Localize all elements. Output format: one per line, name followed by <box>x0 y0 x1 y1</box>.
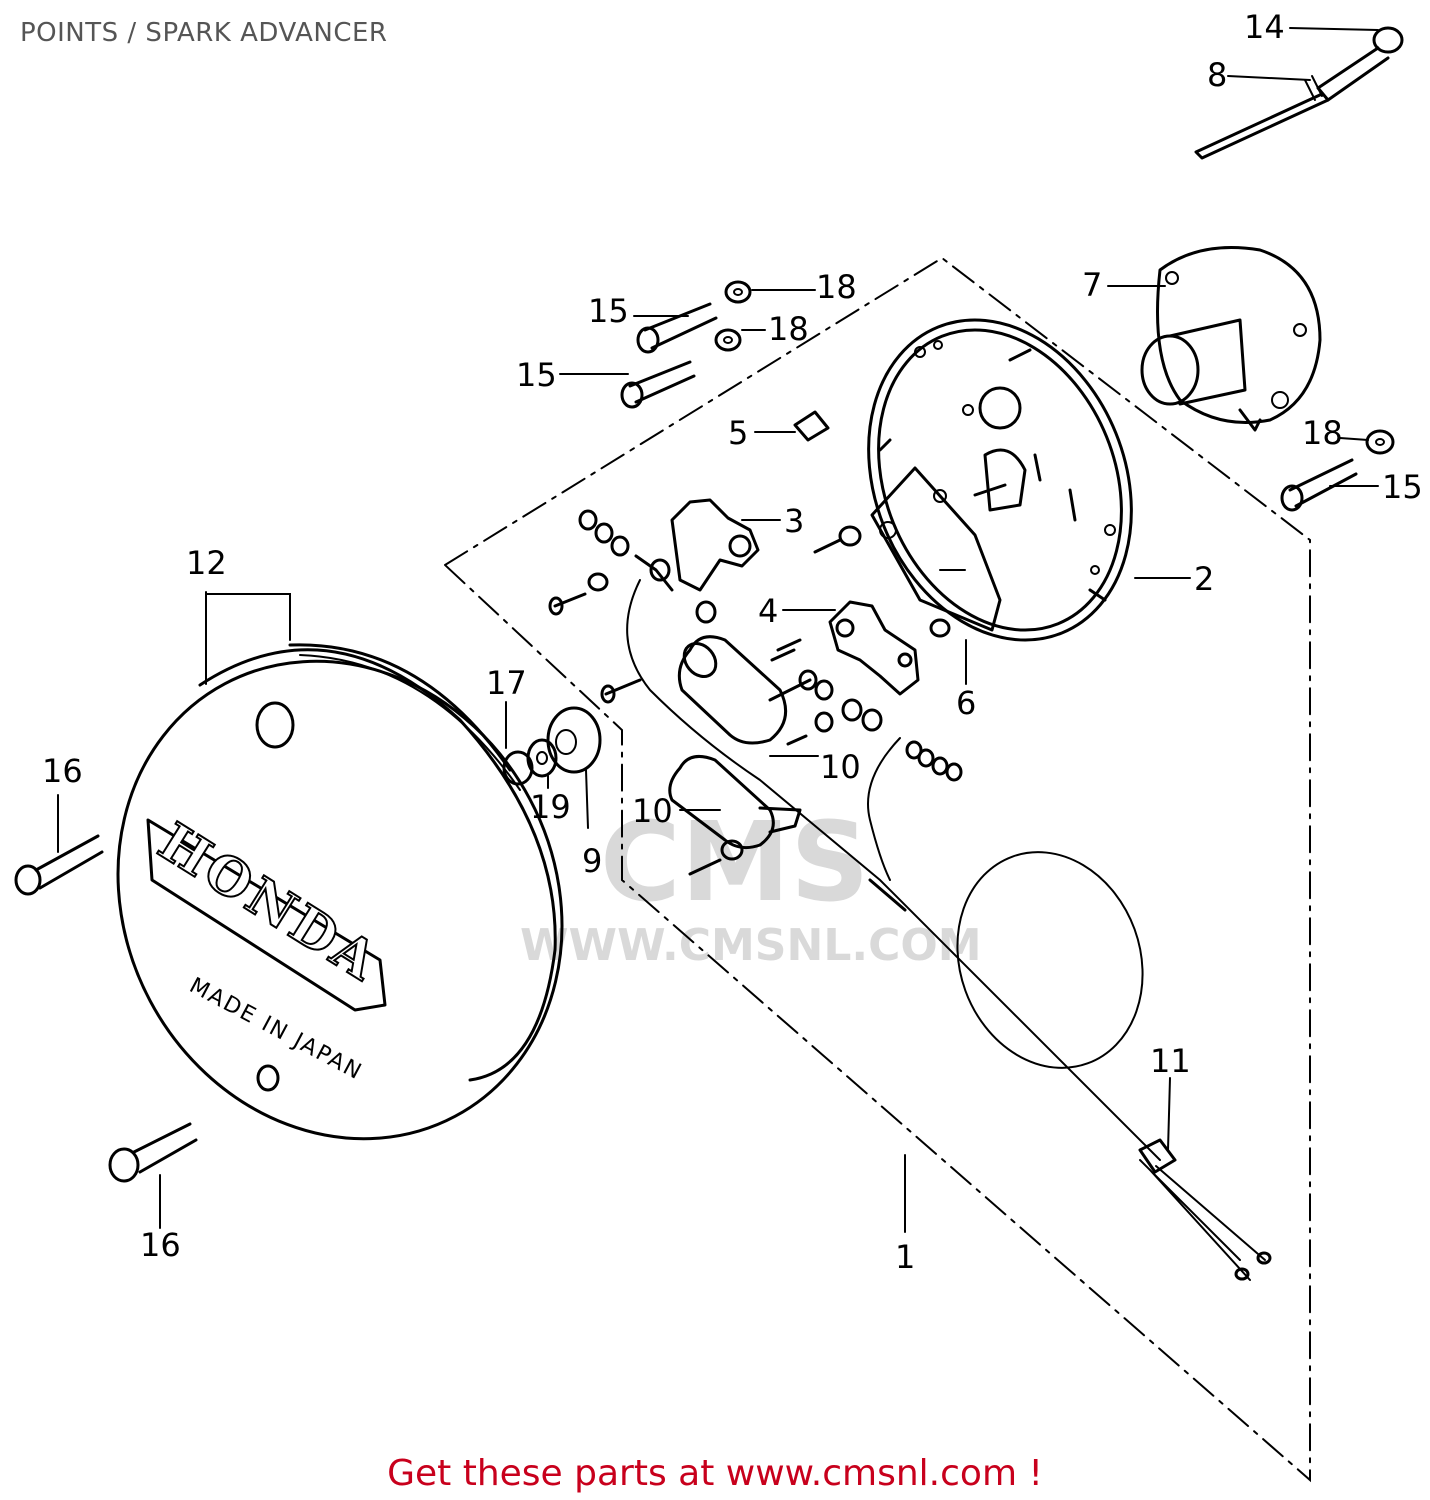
callout-16-b: 16 <box>140 1226 181 1264</box>
callout-6: 6 <box>956 684 976 722</box>
assembly-outline <box>444 256 1311 1483</box>
callout-5: 5 <box>728 414 748 452</box>
part-spark-advancer[interactable] <box>1140 246 1322 432</box>
callout-4: 4 <box>758 592 778 630</box>
part-long-bolt[interactable] <box>1194 26 1404 160</box>
callout-3: 3 <box>784 502 804 540</box>
watermark-url: WWW.CMSNL.COM <box>520 920 982 971</box>
footer-promo-link[interactable]: Get these parts at www.cmsnl.com ! <box>387 1453 1043 1494</box>
callout-15-a: 15 <box>588 292 629 330</box>
callout-15-b: 15 <box>516 356 557 394</box>
part-cover-screw-a[interactable] <box>14 834 104 896</box>
callout-12: 12 <box>186 544 227 582</box>
callout-18-a: 18 <box>816 268 857 306</box>
washer-stack-b <box>798 669 963 782</box>
page-title: POINTS / SPARK ADVANCER <box>20 18 388 48</box>
part-base-plate[interactable] <box>822 280 1177 680</box>
washer-stack-a <box>578 509 717 624</box>
callout-17: 17 <box>486 664 527 702</box>
callout-18-b: 18 <box>768 310 809 348</box>
watermark-brand: CMS <box>600 798 869 926</box>
callout-11: 11 <box>1150 1042 1191 1080</box>
callout-10-a: 10 <box>820 748 861 786</box>
callout-1: 1 <box>895 1238 915 1276</box>
part-points-cover[interactable]: HONDA MADE IN JAPAN <box>35 583 645 1218</box>
part-condenser-b[interactable] <box>668 754 802 850</box>
part-condenser-a[interactable] <box>677 635 812 745</box>
part-wiring[interactable] <box>626 579 1272 1281</box>
callout-labels: 14 8 7 18 18 18 15 15 15 5 3 2 4 6 12 17… <box>42 8 1423 1276</box>
callout-2: 2 <box>1194 560 1214 598</box>
watermark: CMS WWW.CMSNL.COM <box>520 798 982 971</box>
leader-lines <box>57 27 1379 1233</box>
callout-16-a: 16 <box>42 752 83 790</box>
callout-15-c: 15 <box>1382 468 1423 506</box>
callout-18-c: 18 <box>1302 414 1343 452</box>
callout-8: 8 <box>1207 56 1227 94</box>
cover-brand-text: HONDA <box>148 811 390 994</box>
part-points-b[interactable] <box>828 600 920 696</box>
callout-7: 7 <box>1082 266 1102 304</box>
callout-9: 9 <box>582 842 602 880</box>
part-hardware[interactable] <box>548 280 1395 876</box>
callout-14: 14 <box>1244 8 1285 46</box>
part-points-a[interactable] <box>634 498 760 592</box>
part-cover-screw-b[interactable] <box>108 1122 198 1183</box>
callout-10-b: 10 <box>632 792 673 830</box>
callout-19: 19 <box>530 788 571 826</box>
part-advancer-nut[interactable] <box>502 706 602 786</box>
